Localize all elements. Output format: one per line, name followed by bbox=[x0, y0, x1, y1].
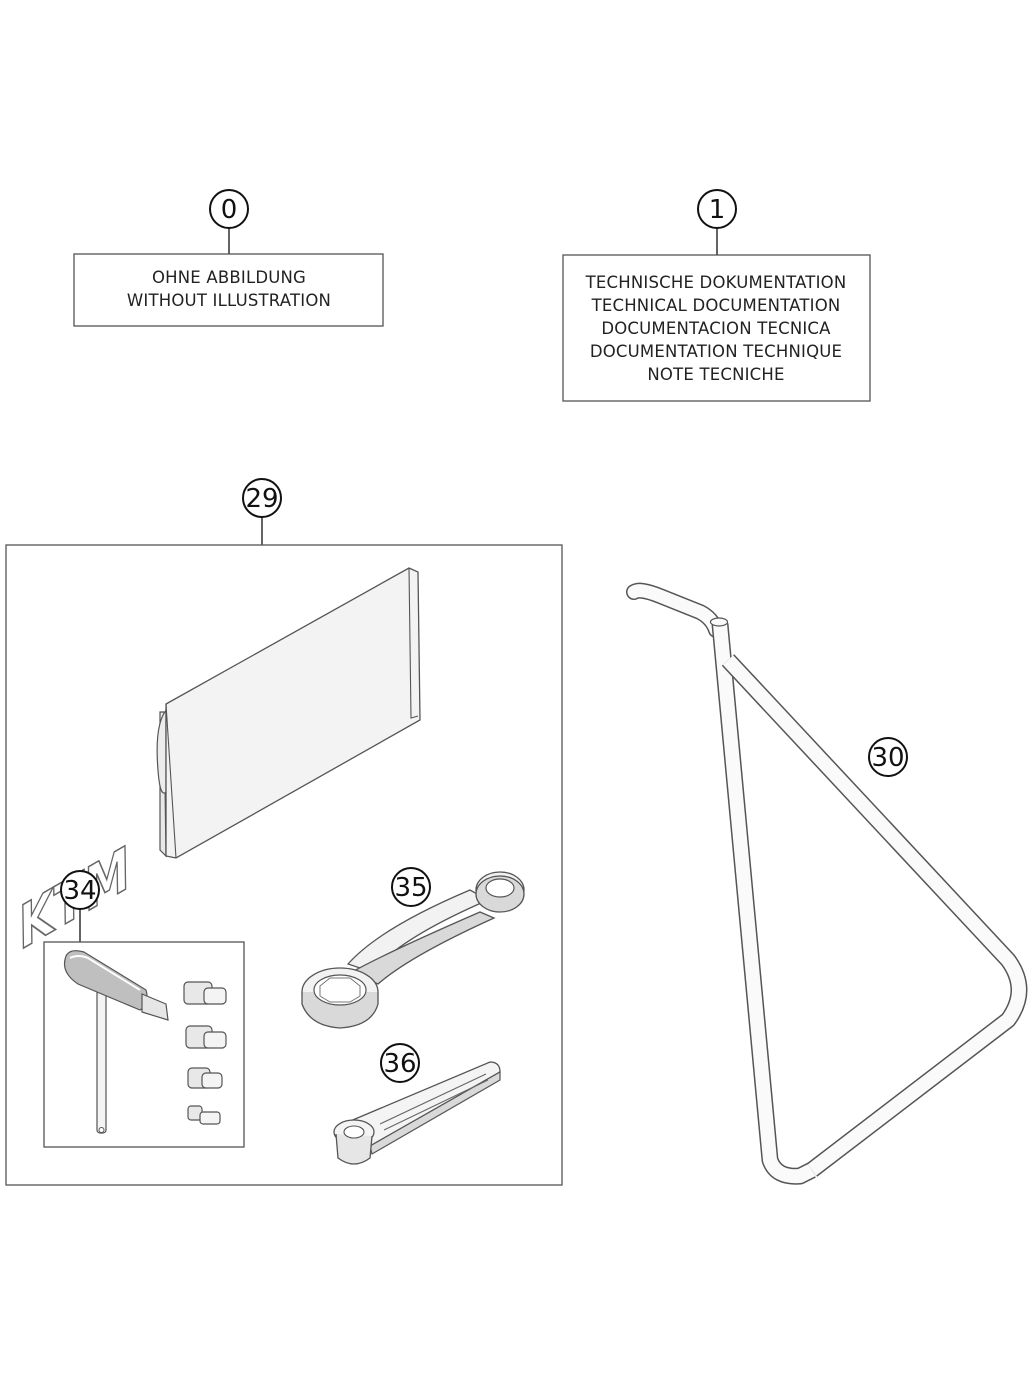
callout-36: 36 bbox=[380, 1043, 420, 1083]
box-without-illustration: OHNE ABBILDUNG WITHOUT ILLUSTRATION bbox=[73, 253, 384, 327]
hex-key-set-frame bbox=[43, 941, 245, 1148]
box1-line-4: DOCUMENTATION TECHNIQUE bbox=[590, 342, 842, 361]
callout-1: 1 bbox=[697, 189, 737, 255]
box1-line-3: DOCUMENTACION TECNICA bbox=[601, 319, 831, 338]
callout-29: 29 bbox=[242, 478, 282, 545]
bit-socket-2 bbox=[185, 1025, 227, 1049]
bit-socket-3 bbox=[187, 1067, 223, 1089]
box1-line-5: NOTE TECNICHE bbox=[647, 365, 784, 384]
box1-line-1: TECHNISCHE DOKUMENTATION bbox=[585, 273, 847, 292]
box0-line-2: WITHOUT ILLUSTRATION bbox=[127, 291, 331, 310]
box-technical-documentation: TECHNISCHE DOKUMENTATION TECHNICAL DOCUM… bbox=[562, 254, 871, 402]
t-handle-hex-key bbox=[63, 950, 169, 1134]
callout-30: 30 bbox=[868, 737, 908, 777]
callout-30-label: 30 bbox=[871, 743, 904, 773]
callout-0: 0 bbox=[209, 189, 249, 254]
pin-spanner bbox=[333, 1061, 501, 1165]
box0-line-1: OHNE ABBILDUNG bbox=[152, 268, 306, 287]
callout-0-label: 0 bbox=[221, 195, 238, 225]
callout-1-label: 1 bbox=[709, 195, 726, 225]
callout-34-label: 34 bbox=[63, 876, 96, 906]
callout-36-label: 36 bbox=[383, 1049, 416, 1079]
callout-29-label: 29 bbox=[245, 484, 278, 514]
side-stand bbox=[626, 582, 1028, 1185]
callout-34: 34 bbox=[60, 870, 100, 942]
tool-kit-frame bbox=[5, 544, 563, 1186]
callout-35-label: 35 bbox=[394, 873, 427, 903]
callout-35: 35 bbox=[391, 867, 431, 907]
box1-line-2: TECHNICAL DOCUMENTATION bbox=[591, 296, 841, 315]
bit-socket-1 bbox=[183, 981, 227, 1005]
bit-socket-4 bbox=[187, 1105, 221, 1125]
ring-spanner bbox=[301, 871, 525, 1029]
